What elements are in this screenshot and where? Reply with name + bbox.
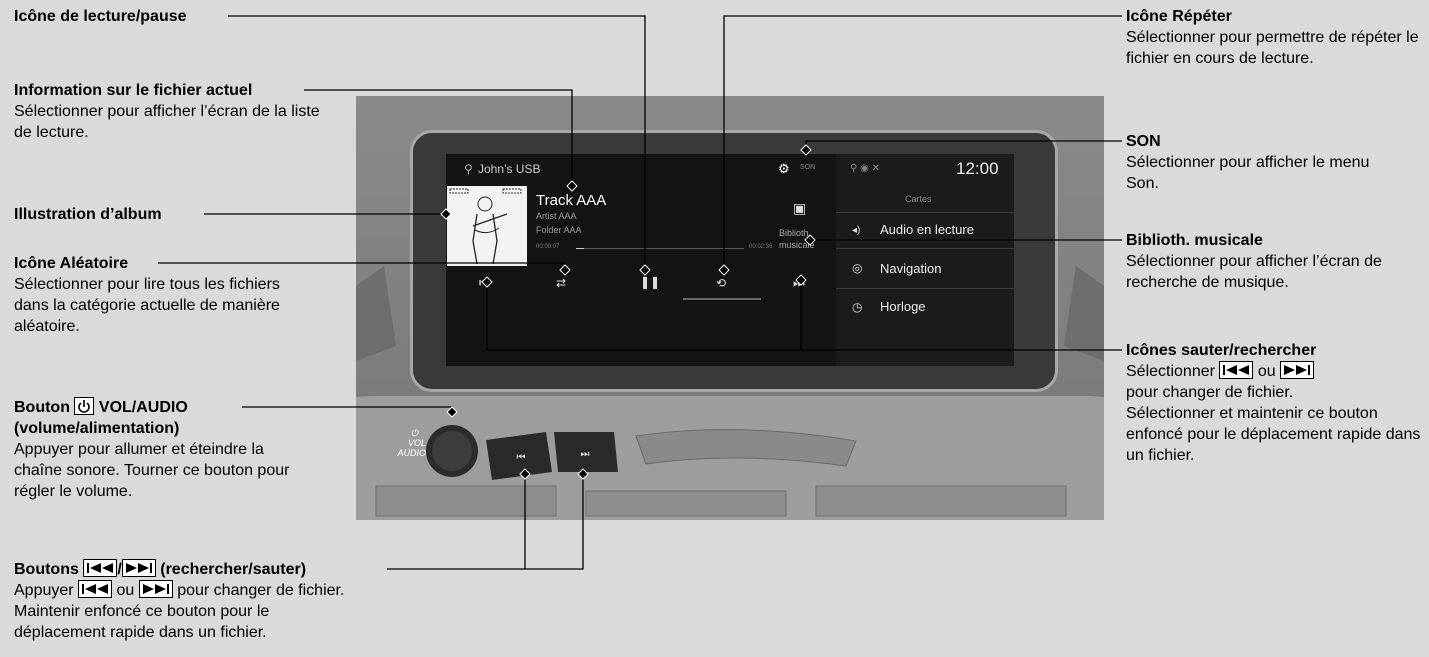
elapsed-time: 00:00:07 (536, 244, 560, 250)
callout-skip-icons-desc-post: pour changer de fichier. (1126, 384, 1294, 401)
callout-album-art: Illustration d’album (14, 204, 162, 225)
callout-skip-icons-title: Icônes sauter/rechercher (1126, 342, 1317, 359)
callout-vol-audio-title-pre: Bouton (14, 399, 70, 416)
callout-son-desc: Sélectionner pour afficher le menu Son. (1126, 154, 1370, 192)
callout-repeat-title: Icône Répéter (1126, 8, 1232, 25)
menu-item-clock[interactable]: Horloge (880, 299, 926, 314)
callout-play-pause-title: Icône de lecture/pause (14, 8, 187, 25)
callout-skip-icons-desc-mid: ou (1257, 363, 1276, 380)
library-label-2[interactable]: musicale (779, 240, 815, 250)
skip-forward-button-icon (121, 559, 156, 577)
callout-seek-buttons-desc2: Maintenir enfoncé ce bouton pour le dépl… (14, 603, 270, 641)
status-icons: ⚲ ◉ ✕ (850, 163, 880, 174)
music-library-icon[interactable]: ▣ (793, 200, 807, 216)
speaker-icon: ◂) (852, 225, 861, 236)
callout-skip-icons-desc-pre: Sélectionner (1126, 363, 1215, 380)
callout-shuffle: Icône Aléatoire Sélectionner pour lire t… (14, 253, 304, 337)
guitarist-illustration-icon (449, 188, 522, 265)
callout-skip-icons-desc2: Sélectionner et maintenir ce bouton enfo… (1126, 405, 1421, 464)
shuffle-icon[interactable]: ⇄ (556, 276, 567, 290)
callout-seek-buttons-desc-pre: Appuyer (14, 582, 74, 599)
menu-item-audio[interactable]: Audio en lecture (880, 222, 974, 237)
album-art[interactable] (447, 186, 527, 266)
skip-back-button-icon (1219, 361, 1254, 379)
track-title[interactable]: Track AAA (536, 192, 607, 209)
callout-current-file-title: Information sur le fichier actuel (14, 82, 253, 99)
callout-seek-buttons-desc-mid: ou (116, 582, 135, 599)
progress-bar[interactable] (576, 248, 744, 249)
callout-library-title: Biblioth. musicale (1126, 232, 1263, 249)
skip-forward-button-icon (1280, 361, 1315, 379)
library-label-1[interactable]: Biblioth. (779, 228, 812, 238)
callout-shuffle-desc: Sélectionner pour lire tous les fichiers… (14, 276, 280, 335)
page-indicator (683, 298, 761, 300)
folder-name: Folder AAA (536, 225, 582, 235)
skip-back-button-icon (78, 580, 113, 598)
navigation-icon: ◎ (852, 261, 863, 275)
callout-current-file-desc: Sélectionner pour afficher l’écran de la… (14, 103, 320, 141)
callout-vol-audio-desc: Appuyer pour allumer et éteindre la chaî… (14, 441, 290, 500)
callout-vol-audio-title2: (volume/alimentation) (14, 420, 180, 437)
power-icon (74, 397, 95, 415)
callout-current-file: Information sur le fichier actuel Sélect… (14, 80, 324, 143)
callout-seek-buttons: Boutons / (rechercher/sauter) Appuyer ou… (14, 559, 345, 641)
artist-name: Artist AAA (536, 211, 577, 221)
gear-icon[interactable]: ⚙ (778, 161, 790, 176)
total-time: 00:02:36 (749, 244, 773, 250)
svg-text:AUDIO: AUDIO (396, 448, 426, 458)
skip-forward-button-icon (138, 580, 173, 598)
svg-text:VOL: VOL (408, 438, 426, 448)
callout-library: Biblioth. musicale Sélectionner pour aff… (1126, 230, 1429, 293)
callout-son-title: SON (1126, 133, 1161, 150)
callout-repeat: Icône Répéter Sélectionner pour permettr… (1126, 6, 1422, 69)
callout-play-pause: Icône de lecture/pause (14, 6, 187, 27)
callout-seek-buttons-desc-post: pour changer de fichier. (177, 582, 345, 599)
usb-icon: ⚲ (464, 162, 473, 176)
callout-repeat-desc: Sélectionner pour permettre de répéter l… (1126, 29, 1419, 67)
clock-icon: ◷ (852, 300, 863, 314)
clock: 12:00 (956, 159, 999, 178)
menu-item-navigation[interactable]: Navigation (880, 261, 942, 276)
side-menu-panel (836, 154, 1014, 366)
son-label[interactable]: SON (800, 164, 816, 171)
callout-library-desc: Sélectionner pour afficher l’écran de re… (1126, 253, 1382, 291)
svg-text:⏻: ⏻ (411, 428, 419, 438)
callout-skip-icons: Icônes sauter/rechercher Sélectionner ou… (1126, 340, 1422, 466)
callout-seek-buttons-title-post: (rechercher/sauter) (160, 561, 307, 578)
callout-shuffle-title: Icône Aléatoire (14, 255, 129, 272)
callout-vol-audio-title-post: VOL/AUDIO (98, 399, 188, 416)
repeat-icon[interactable]: ⟲ (716, 276, 727, 290)
skip-back-button-icon (83, 559, 118, 577)
source-name[interactable]: John’s USB (478, 162, 541, 176)
svg-text:⏭: ⏭ (581, 449, 590, 460)
pause-icon[interactable]: ❚❚ (640, 275, 661, 289)
callout-album-art-title: Illustration d’album (14, 206, 162, 223)
callout-vol-audio: Bouton VOL/AUDIO (volume/alimentation) A… (14, 397, 314, 502)
callout-seek-buttons-title-pre: Boutons (14, 561, 79, 578)
callout-son: SON Sélectionner pour afficher le menu S… (1126, 131, 1406, 194)
svg-text:⏮: ⏮ (517, 452, 526, 463)
menu-header: Cartes (905, 194, 932, 204)
